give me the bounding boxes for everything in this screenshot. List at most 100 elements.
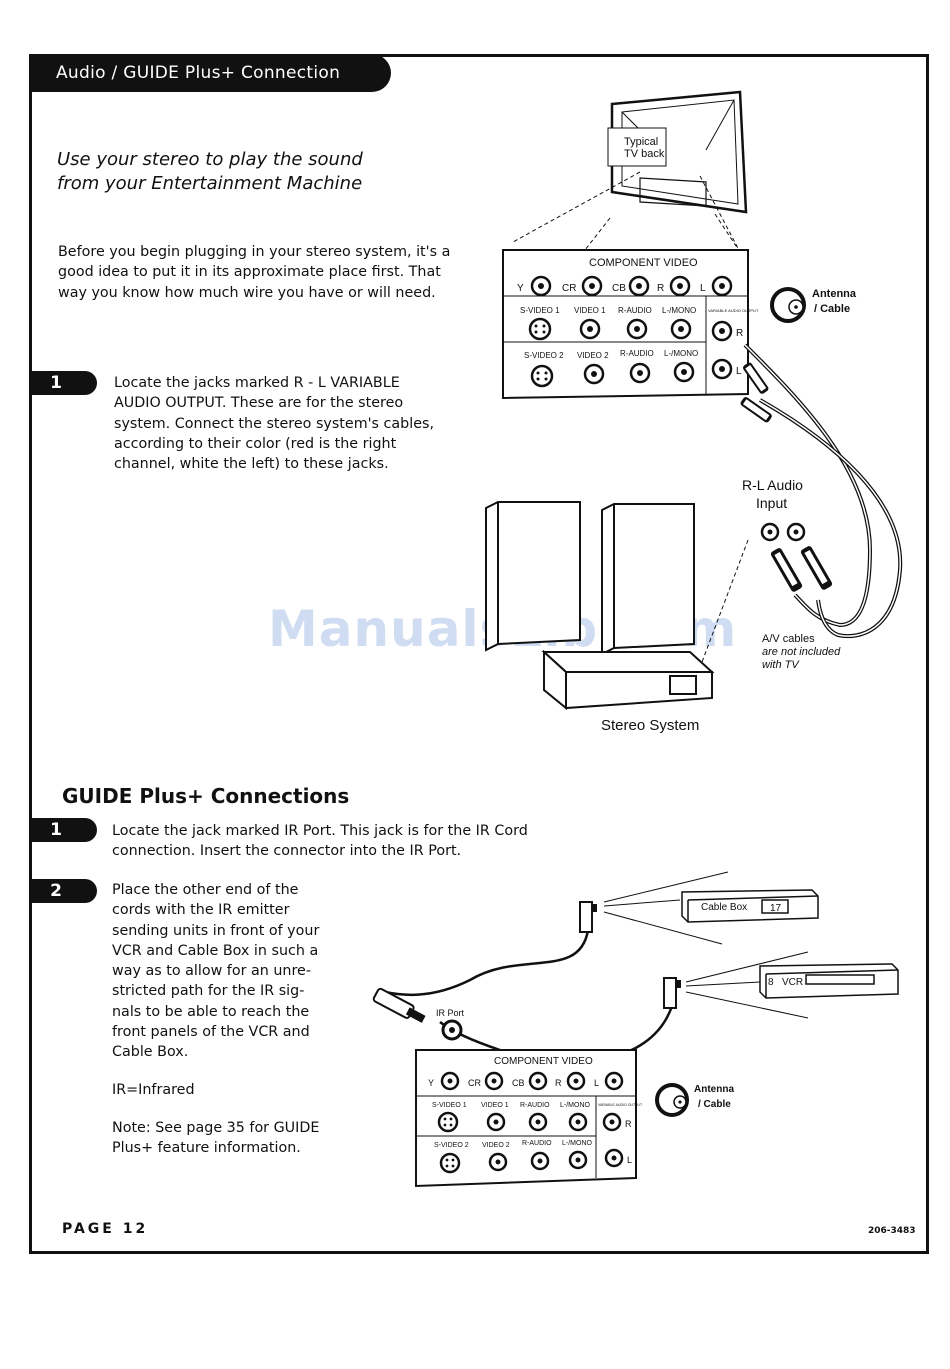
intro-paragraph: Before you begin plugging in your stereo… [58,244,451,301]
rca-jack-icon [628,275,650,297]
guide-section-title: GUIDE Plus+ Connections [62,784,350,808]
jack-label-r: R [736,328,743,339]
stereo-receiver [541,649,715,711]
dashed-leader-lines [512,171,741,253]
jack-label: VIDEO 1 [574,306,606,315]
jack-panel-2: COMPONENT VIDEO Y CR CB R L S-VIDEO 1 VI… [415,1049,643,1188]
jack-label: Y [428,1078,434,1088]
jack-label-l: L [627,1155,632,1165]
jack-panel-1: COMPONENT VIDEO Y CR CB R L S-VIDEO 1 VI… [502,249,759,400]
rca-jack-icon [566,1071,586,1091]
jack-label: L [594,1078,599,1088]
guide-note: Note: See page 35 for GUIDE Plus+ featur… [112,1120,320,1157]
panel-title: COMPONENT VIDEO [589,257,698,269]
jack-label: L [700,283,706,294]
guide-step-2-badge: 2 [29,879,97,903]
rl-audio-label: Input [756,495,787,511]
antenna-jack-icon [655,1083,689,1117]
audio-step-1-badge: 1 [29,371,97,395]
page-border [29,54,929,1254]
rca-jack-icon [711,275,733,297]
rca-jack-icon [581,275,603,297]
jack-label: R-AUDIO [520,1102,550,1109]
ir-connector-icon [372,987,426,1023]
cable-box-illustration [681,889,819,923]
cable-box-label: Cable Box [701,902,747,913]
subtitle: Use your stereo to play the sound from y… [57,149,363,194]
stereo-label: Stereo System [601,717,699,734]
rca-jack-icon [670,318,692,340]
s-video-jack-icon [437,1111,459,1133]
jack-label-l: L [736,366,742,377]
rca-jack-icon [673,361,695,383]
rca-plug-icon [800,546,833,590]
rca-jack-icon [528,1071,548,1091]
vcr-channel: 8 [768,977,774,988]
jack-label: S-VIDEO 1 [432,1102,467,1109]
rca-plug-icon [740,397,772,423]
ir-note: IR=Infrared [112,1082,195,1098]
rca-jack-icon [568,1112,588,1132]
rca-jack-icon [711,320,733,342]
antenna-label: Antenna [812,288,857,300]
rca-jack-icon [440,1071,460,1091]
jack-label-r: R [625,1119,632,1129]
rca-plug-icon [743,362,769,394]
av-cables-note: are not included [762,646,841,658]
rca-jack-icon [583,363,605,385]
rca-jack-icon [669,275,691,297]
rca-jack-icon [629,362,651,384]
variable-audio-label: VARIABLE AUDIO OUTPUT [598,1103,643,1107]
ir-emitter-icon [663,977,681,1009]
panel-title: COMPONENT VIDEO [494,1056,593,1067]
rca-jack-icon [488,1152,508,1172]
jack-label: L-/MONO [664,349,698,358]
jack-label: VIDEO 2 [577,351,609,360]
antenna-label: / Cable [698,1099,731,1110]
variable-audio-label: VARIABLE AUDIO OUTPUT [708,308,759,313]
rca-jack-icon [530,1151,550,1171]
rca-jack-icon [530,275,552,297]
ir-port-jack-icon [441,1019,463,1041]
s-video-jack-icon [530,364,554,388]
jack-label: CR [468,1078,481,1088]
jack-label: R [555,1078,562,1088]
rca-jack-icon [486,1112,506,1132]
guide-step-2-text: Place the other end of the cords with th… [112,882,320,1061]
jack-label: VIDEO 2 [482,1142,510,1149]
ir-port-label: IR Port [436,1008,465,1018]
av-cables-note: A/V cables [762,633,815,645]
rca-jack-icon [604,1148,624,1168]
page-number: PAGE 12 [62,1221,149,1237]
section-header-bar [29,54,391,92]
jack-label: R-AUDIO [618,306,652,315]
tv-back-label: TV back [624,148,665,160]
jack-label: L-/MONO [662,306,696,315]
rca-jack-icon [602,1112,622,1132]
jack-label: L-/MONO [560,1102,591,1109]
av-cables [743,343,903,639]
jack-label: S-VIDEO 2 [524,351,564,360]
antenna-jack-icon [770,287,806,323]
ir-cords [384,929,674,1063]
section-header-title: Audio / GUIDE Plus+ Connection [56,63,341,83]
vcr-illustration [759,963,899,999]
speaker-left [485,501,581,652]
tv-back-illustration [607,90,748,214]
jack-label: R-AUDIO [620,349,654,358]
ir-emitter-icon [579,901,597,933]
dashed-leader-line [701,539,749,663]
jack-label: R-AUDIO [522,1140,552,1147]
rca-jack-icon [760,522,780,542]
guide-step-1-badge: 1 [29,818,97,842]
jack-label: L-/MONO [562,1140,593,1147]
ir-beam-lines [603,871,809,1019]
s-video-jack-icon [528,317,552,341]
av-cables-note: with TV [762,659,800,671]
cable-box-channel: 17 [770,903,782,914]
rca-jack-icon [484,1071,504,1091]
audio-step-1-text: Locate the jacks marked R - L VARIABLE A… [114,375,435,473]
jack-label: Y [517,283,524,294]
document-code: 206-3483 [868,1226,916,1236]
